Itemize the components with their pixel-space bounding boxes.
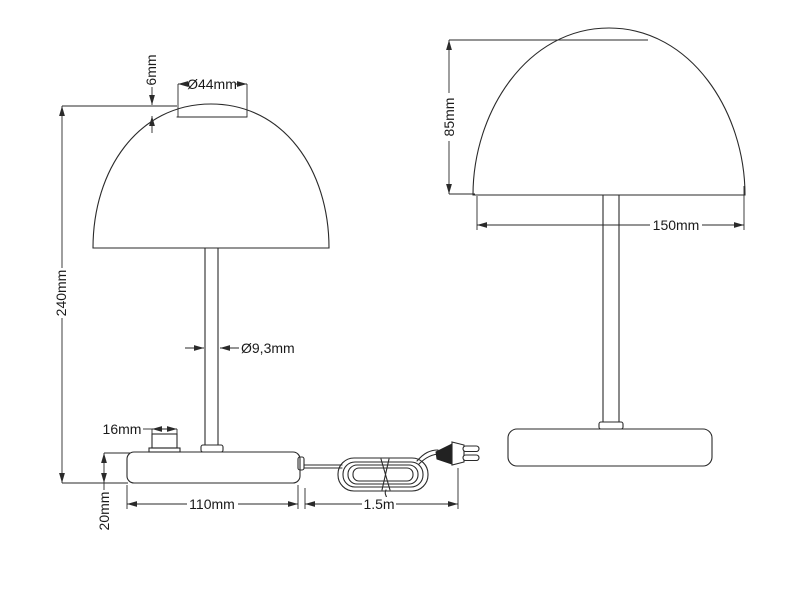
touch-switch [151,433,178,449]
dim-label-cord-length: 1.5m [363,496,394,512]
power-cord [303,449,441,501]
dim-shade-width [476,186,745,230]
dim-label-stem-diameter: Ø9,3mm [241,340,295,356]
dim-label-shade-width: 150mm [653,217,700,233]
stem-collar [200,444,224,453]
lamp-shade [92,103,330,249]
dimension-labels: 240mm 6mm Ø44mm Ø9,3mm 16mm 20mm 110mm 1… [53,54,699,530]
plug-prong [462,445,480,453]
stem-collar [598,421,624,430]
dim-base-height [101,452,130,490]
cord-coil-loop [352,467,414,482]
plug-prong [462,454,480,462]
left-lamp-front-view [92,103,330,484]
lamp-base [507,428,713,467]
dim-label-total-height: 240mm [53,270,69,317]
dim-shade-height [446,39,648,195]
dim-label-shade-height: 85mm [441,98,457,137]
right-lamp-side-view [472,27,746,467]
cord-coil-loop [337,457,429,492]
dim-switch-width [143,426,178,435]
cord-to-plug [416,449,439,462]
dim-label-cap-height: 6mm [143,54,159,85]
dim-label-cap-diameter: Ø44mm [187,76,237,92]
cord-grommet [297,456,305,471]
dim-label-switch-width: 16mm [103,421,142,437]
dim-label-base-height: 20mm [96,492,112,531]
power-plug [435,441,480,466]
plug-body [451,441,465,466]
lamp-base [126,451,301,484]
label-backgrounds [53,77,702,511]
dimension-lines [59,39,745,509]
lamp-shade [472,27,746,196]
touch-switch-flange [148,447,181,453]
dim-label-base-width: 110mm [189,496,235,512]
plug-strain-relief [435,443,453,465]
coil-tie [381,458,390,491]
